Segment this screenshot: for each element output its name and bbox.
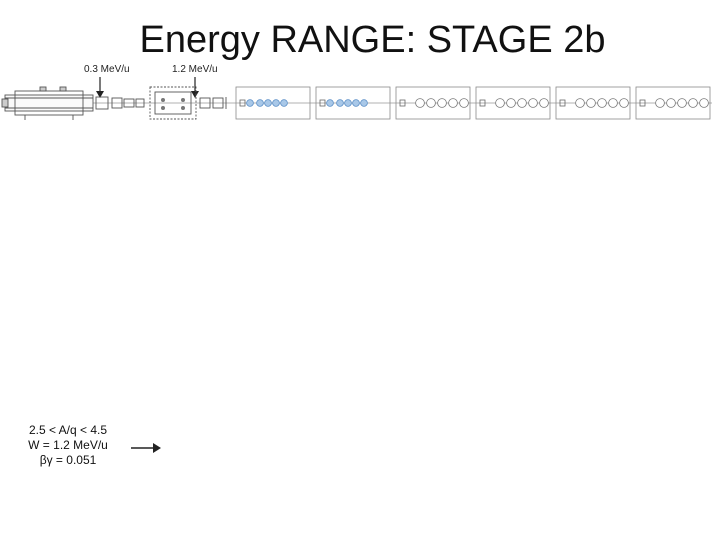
cavity-circle xyxy=(528,98,538,108)
cryomodule-row xyxy=(235,86,711,120)
cavity-circle xyxy=(688,98,698,108)
cryomodule-empty xyxy=(555,86,631,120)
cavity-circle xyxy=(586,98,596,108)
beam-parameters: 2.5 < A/q < 4.5 W = 1.2 MeV/u βγ = 0.051 xyxy=(8,423,128,468)
cavity-circle xyxy=(666,98,676,108)
cavity-circle xyxy=(459,98,469,108)
cavity-circle xyxy=(246,99,254,107)
cryomodule-filled xyxy=(235,86,311,120)
energy-label-0-3: 0.3 MeV/u xyxy=(84,64,130,75)
cavity-circle xyxy=(506,98,516,108)
cryomodule-empty xyxy=(395,86,471,120)
cavity-circle xyxy=(336,99,344,107)
aq-range-text: 2.5 < A/q < 4.5 xyxy=(28,423,108,437)
cryomodule-empty xyxy=(475,86,551,120)
output-arrow xyxy=(131,443,161,453)
cavity-circle xyxy=(426,98,436,108)
mebt-section xyxy=(95,96,145,110)
slide-title: Energy RANGE: STAGE 2b xyxy=(139,19,606,61)
ih-cavity-box xyxy=(149,86,197,120)
energy-text: W = 1.2 MeV/u xyxy=(28,438,108,452)
cavity-circle xyxy=(608,98,618,108)
cavity-circle xyxy=(415,98,425,108)
cavity-circle xyxy=(272,99,280,107)
cavity-circle xyxy=(517,98,527,108)
cavity-circle xyxy=(326,99,334,107)
beta-gamma-text: βγ = 0.051 xyxy=(39,453,97,467)
beamline-diagram xyxy=(1,77,712,120)
transfer-section xyxy=(199,97,227,109)
cavity-circle xyxy=(575,98,585,108)
cavity-circle xyxy=(280,99,288,107)
energy-marker-arrow-0-3 xyxy=(96,77,104,98)
energy-label-1-2: 1.2 MeV/u xyxy=(172,64,218,75)
cavity-circle xyxy=(699,98,709,108)
cavity-circle xyxy=(344,99,352,107)
cavity-circle xyxy=(256,99,264,107)
rfq-structure xyxy=(1,86,94,120)
cavity-circle xyxy=(655,98,665,108)
cryomodule-filled xyxy=(315,86,391,120)
cavity-circle xyxy=(539,98,549,108)
cavity-circle xyxy=(619,98,629,108)
cryomodule-empty xyxy=(635,86,711,120)
cavity-circle xyxy=(437,98,447,108)
cavity-circle xyxy=(597,98,607,108)
cavity-circle xyxy=(677,98,687,108)
cavity-circle xyxy=(264,99,272,107)
cavity-circle xyxy=(360,99,368,107)
cavity-circle xyxy=(352,99,360,107)
cavity-circle xyxy=(495,98,505,108)
cavity-circle xyxy=(448,98,458,108)
energy-marker-arrow-1-2 xyxy=(191,77,199,98)
